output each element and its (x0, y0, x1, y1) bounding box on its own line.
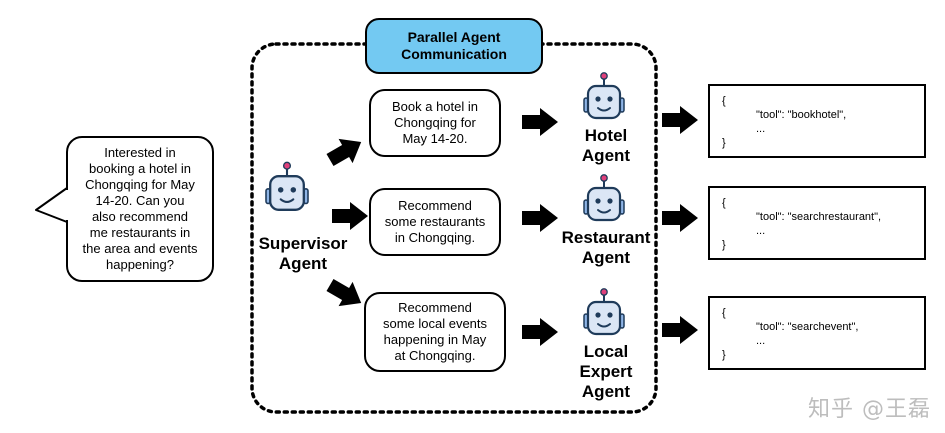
hotel-agent-robot-icon (582, 71, 626, 120)
arrow-to-restaurant-task (332, 202, 368, 230)
task-bubble-restaurant: Recommend some restaurants in Chongqing. (369, 188, 501, 256)
json-ellipsis: ... (756, 335, 766, 347)
speech-bubble-tail-join (66, 190, 70, 220)
speech-bubble-tail (35, 187, 68, 223)
restaurant-agent-robot-icon (582, 173, 626, 222)
task-bubble-hotel: Book a hotel in Chongqing for May 14-20. (369, 89, 501, 157)
restaurant-agent-label: Restaurant Agent (561, 228, 651, 267)
arrow-expert-to-output (662, 316, 698, 344)
output-box-events: { "tool": "searchevent", ... } (708, 296, 926, 370)
supervisor-robot-icon (264, 161, 310, 211)
json-close-brace: } (722, 137, 726, 149)
json-tool-line: "tool": "bookhotel", (756, 109, 847, 121)
json-tool-line: "tool": "searchrestaurant", (756, 211, 882, 223)
user-query-text: Interested in booking a hotel in Chongqi… (82, 145, 198, 272)
output-box-hotel: { "tool": "bookhotel", ... } (708, 84, 926, 158)
task-text-events: Recommend some local events happening in… (382, 300, 488, 363)
watermark: 知乎 @王磊 (808, 397, 931, 422)
local-expert-agent-label: Local Expert Agent (579, 342, 633, 401)
arrow-restaurant-to-output (662, 204, 698, 232)
hotel-agent-label: Hotel Agent (581, 126, 631, 165)
arrow-to-events-task (323, 272, 369, 316)
arrow-to-hotel-task (323, 129, 369, 173)
user-query-bubble: Interested in booking a hotel in Chongqi… (66, 136, 214, 282)
output-box-restaurant: { "tool": "searchrestaurant", ... } (708, 186, 926, 260)
json-tool-line: "tool": "searchevent", (756, 321, 859, 333)
json-open-brace: { (722, 197, 726, 209)
json-ellipsis: ... (756, 225, 766, 237)
local-expert-agent-robot-icon (582, 287, 626, 336)
supervisor-agent-label: Supervisor Agent (258, 234, 348, 273)
task-text-hotel: Book a hotel in Chongqing for May 14-20. (391, 99, 478, 146)
json-close-brace: } (722, 239, 726, 251)
parallel-agent-communication-title: Parallel Agent Communication (365, 18, 543, 74)
task-text-restaurant: Recommend some restaurants in Chongqing. (384, 198, 486, 245)
arrow-hotel-to-output (662, 106, 698, 134)
json-ellipsis: ... (756, 123, 766, 135)
title-text: Parallel Agent Communication (401, 29, 507, 62)
json-open-brace: { (722, 95, 726, 107)
task-bubble-events: Recommend some local events happening in… (364, 292, 506, 372)
json-open-brace: { (722, 307, 726, 319)
json-close-brace: } (722, 349, 726, 361)
